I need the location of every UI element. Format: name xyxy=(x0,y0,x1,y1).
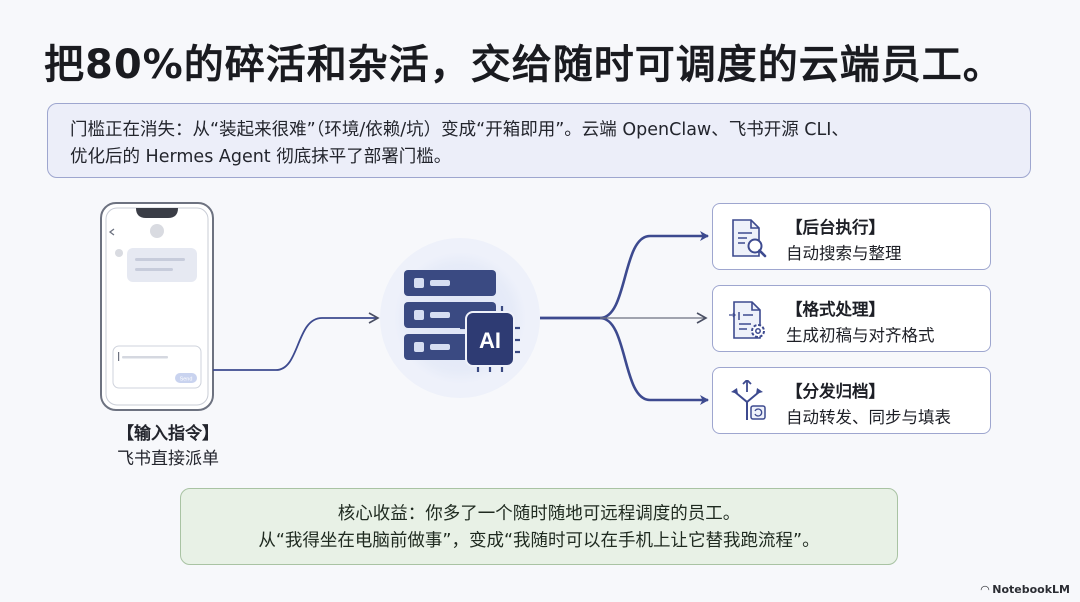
intro-callout: 门槛正在消失：从“装起来很难”（环境/依赖/坑）变成“开箱即用”。云端 Open… xyxy=(47,103,1031,178)
task-title: 【后台执行】 xyxy=(786,218,885,237)
intro-line-2: 优化后的 Hermes Agent 彻底抹平了部署门槛。 xyxy=(70,147,452,167)
benefit-line-2: 从“我得坐在电脑前做事”，变成“我随时可以在手机上让它替我跑流程”。 xyxy=(258,531,820,551)
back-chevron-icon xyxy=(108,228,115,236)
task-card-background-execution: 【后台执行】 自动搜索与整理 xyxy=(712,203,991,270)
task-card-distribution-archive: 【分发归档】 自动转发、同步与填表 xyxy=(712,367,991,434)
send-button xyxy=(175,373,197,383)
task-card-format-processing: 【格式处理】 生成初稿与对齐格式 xyxy=(712,285,991,352)
benefit-callout: 核心收益：你多了一个随时随地可远程调度的员工。 从“我得坐在电脑前做事”，变成“… xyxy=(180,488,898,565)
phone-caption-desc: 飞书直接派单 xyxy=(117,449,219,469)
task-desc: 生成初稿与对齐格式 xyxy=(786,326,935,345)
input-arrow xyxy=(213,312,380,371)
branch-arrows xyxy=(540,231,709,405)
phone-illustration: Send xyxy=(100,202,214,411)
ai-server-icon: AI xyxy=(380,238,540,398)
page-title: 把80%的碎活和杂活，交给随时可调度的云端员工。 xyxy=(44,42,1004,88)
task-title: 【分发归档】 xyxy=(786,382,885,401)
document-search-icon xyxy=(732,219,767,258)
intro-line-1: 门槛正在消失：从“装起来很难”（环境/依赖/坑）变成“开箱即用”。云端 Open… xyxy=(70,120,849,140)
brand-label: NotebookLM xyxy=(992,583,1070,596)
brand-watermark: ◠NotebookLM xyxy=(981,583,1070,596)
benefit-line-1: 核心收益：你多了一个随时随地可远程调度的员工。 xyxy=(337,504,741,524)
split-arrows-sync-icon xyxy=(731,380,766,420)
phone-caption: 【输入指令】 飞书直接派单 xyxy=(88,422,248,472)
ai-chip-label: AI xyxy=(479,328,501,353)
document-gear-icon xyxy=(729,301,765,339)
ai-chip xyxy=(465,311,515,367)
svg-text:Send: Send xyxy=(180,377,193,383)
phone-caption-title: 【输入指令】 xyxy=(117,424,219,444)
task-desc: 自动搜索与整理 xyxy=(786,244,902,263)
contact-avatar-icon xyxy=(150,224,164,238)
task-desc: 自动转发、同步与填表 xyxy=(786,408,951,427)
notebooklm-logo-icon: ◠ xyxy=(980,583,990,596)
task-title: 【格式处理】 xyxy=(786,300,885,319)
